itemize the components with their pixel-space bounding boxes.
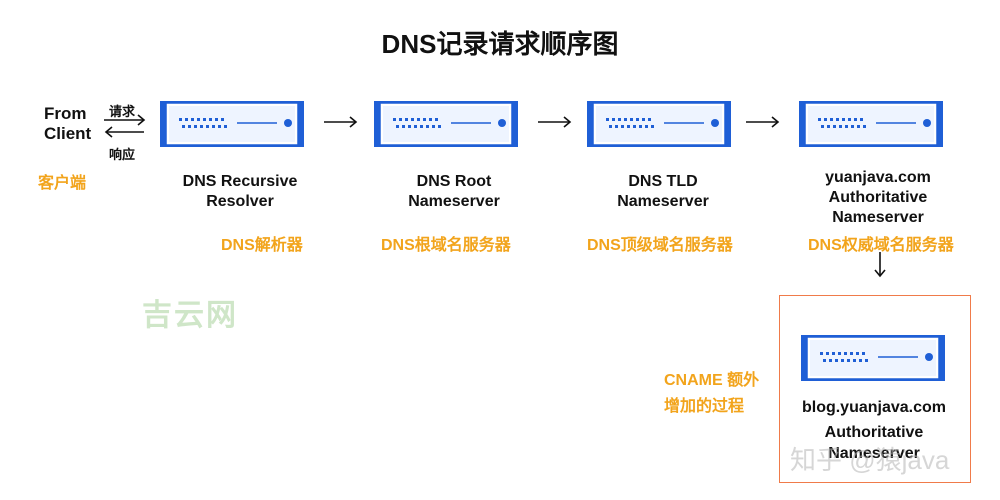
- server-root-cn-label: DNS根域名服务器: [381, 237, 511, 254]
- request-label: 请求: [109, 104, 136, 119]
- server-tld-cn-label: DNS顶级域名服务器: [587, 237, 733, 254]
- client-cn-label: 客户端: [38, 175, 87, 192]
- server-name-line2: Nameserver: [408, 193, 500, 210]
- zhihu-watermark: 知乎 @猿java: [790, 445, 950, 475]
- server-name-line2: Authoritative: [824, 424, 924, 441]
- arrow-right: [324, 116, 358, 128]
- cname-note-line2: 增加的过程: [664, 398, 745, 415]
- cname-note: CNAME 额外 增加的过程: [664, 368, 759, 420]
- arrow-right: [538, 116, 572, 128]
- server-name-line2: Resolver: [206, 193, 274, 210]
- server-name-line1: DNS Recursive: [182, 173, 298, 190]
- server-name-line2: Authoritative: [828, 189, 928, 206]
- server-name-line2: Nameserver: [617, 193, 709, 210]
- server-name-line1: DNS TLD: [628, 173, 698, 190]
- arrow-down: [874, 252, 886, 278]
- server-cname-name: blog.yuanjava.com Authoritative Nameserv…: [784, 395, 964, 463]
- server-authoritative-name: yuanjava.com Authoritative Nameserver: [788, 168, 968, 228]
- server-name-line3: Nameserver: [828, 445, 920, 462]
- server-resolver-cn-label: DNS解析器: [221, 237, 303, 254]
- server-root-name: DNS Root Nameserver: [364, 172, 544, 212]
- server-name-line3: Nameserver: [832, 209, 924, 226]
- request-response-arrows: [104, 114, 146, 138]
- cname-note-line1: CNAME 额外: [664, 372, 760, 389]
- diagram-title: DNS记录请求顺序图: [381, 29, 619, 59]
- site-watermark: 吉云网: [142, 299, 238, 332]
- response-label: 响应: [109, 147, 136, 162]
- server-icon: [587, 101, 731, 147]
- server-name-line1: yuanjava.com: [825, 169, 931, 186]
- server-icon: [801, 335, 945, 381]
- server-name-line1: DNS Root: [416, 173, 492, 190]
- client-label-line1: From: [44, 104, 87, 123]
- cname-process-box: [779, 295, 971, 483]
- client-label-line2: Client: [44, 124, 92, 143]
- server-authoritative-cn-label: DNS权威域名服务器: [808, 237, 954, 254]
- server-resolver-name: DNS Recursive Resolver: [150, 172, 330, 212]
- arrow-right: [746, 116, 780, 128]
- server-tld-name: DNS TLD Nameserver: [573, 172, 753, 212]
- server-icon: [374, 101, 518, 147]
- server-name-line1: blog.yuanjava.com: [801, 399, 947, 416]
- server-icon: [160, 101, 304, 147]
- client-label: From Client: [44, 104, 91, 144]
- server-icon: [799, 101, 943, 147]
